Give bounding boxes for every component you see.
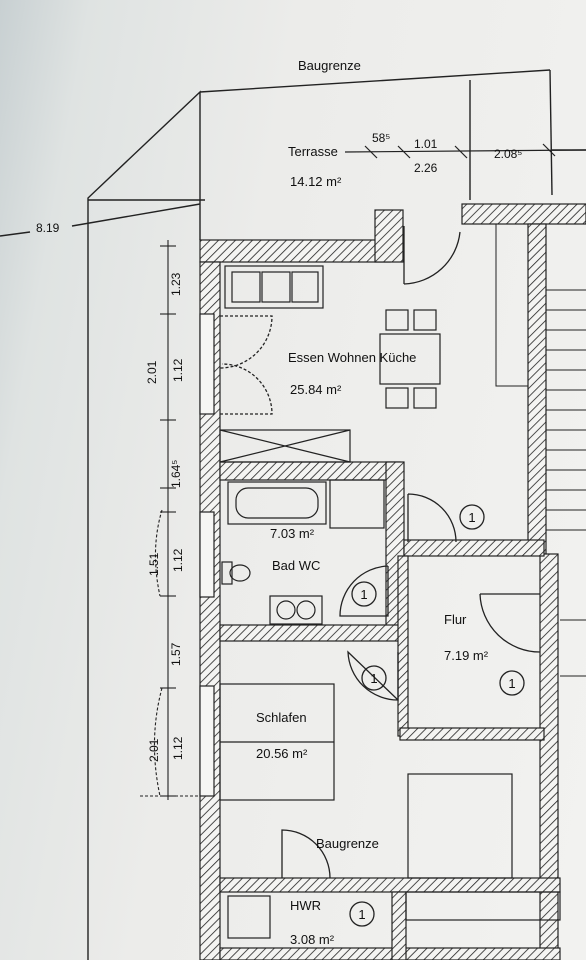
dining-table: [379, 309, 441, 409]
door-living-left-2: [220, 363, 273, 415]
hwr-cabinet: [227, 895, 271, 939]
essen-area: 25.84 m²: [290, 382, 342, 397]
windows: [199, 313, 215, 797]
marker-3: 1: [361, 665, 387, 691]
terrasse-area: 14.12 m²: [290, 174, 342, 189]
svg-text:1: 1: [468, 510, 475, 525]
toilet: [221, 561, 251, 585]
marker-2: 1: [351, 581, 377, 607]
svg-text:1: 1: [370, 671, 377, 686]
bathtub: [227, 481, 327, 525]
vdim-6: 1.12: [171, 548, 185, 572]
svg-text:1: 1: [360, 587, 367, 602]
washbasins: [269, 595, 323, 625]
hwr-name: HWR: [290, 898, 321, 913]
terrace-dim-4: 2.08⁵: [494, 147, 522, 161]
marker-4: 1: [499, 670, 525, 696]
door-bedroom: [347, 650, 399, 702]
bad-area: 7.03 m²: [270, 526, 315, 541]
door-living-left: [219, 315, 273, 369]
terrace-dim-2: 1.01: [414, 137, 438, 151]
vdim-1: 1.23: [169, 272, 183, 296]
lot-boundary: [0, 69, 586, 960]
flur-area: 7.19 m²: [444, 648, 489, 663]
kitchen-counter: [219, 429, 351, 463]
vdim-5: 1.51: [147, 552, 161, 576]
vdim-9: 1.12: [171, 736, 185, 760]
bed: [219, 683, 335, 801]
essen-name: Essen Wohnen Küche: [288, 350, 416, 365]
vdim-4: 1.64⁵: [169, 460, 183, 488]
sofa: [224, 265, 324, 309]
door-terrace: [403, 226, 461, 285]
terrace-dim-3: 2.26: [414, 161, 438, 175]
terrace-dim-1: 58⁵: [372, 131, 390, 145]
terrace-dimension-line: [344, 143, 586, 159]
marker-5: 1: [349, 901, 375, 927]
door-bath: [339, 565, 389, 617]
vdim-8: 2.01: [147, 738, 161, 762]
schlafen-area: 20.56 m²: [256, 746, 308, 761]
door-flur-right: [479, 593, 541, 653]
hwr-unit: [405, 891, 561, 921]
side-dimension-label: 8.19: [36, 221, 60, 235]
doors: [219, 226, 541, 879]
bad-name: Bad WC: [272, 558, 320, 573]
door-hwr: [281, 829, 331, 879]
wardrobe: [407, 773, 513, 879]
hwr-area: 3.08 m²: [290, 932, 335, 947]
vdim-2: 2.01: [145, 360, 159, 384]
marker-1: 1: [459, 504, 485, 530]
svg-text:1: 1: [358, 907, 365, 922]
shower: [329, 479, 385, 529]
vertical-dimension-chain: [140, 240, 200, 800]
vdim-3: 1.12: [171, 358, 185, 382]
door-flur-top: [407, 493, 457, 543]
flur-name: Flur: [444, 612, 467, 627]
schlafen-name: Schlafen: [256, 710, 307, 725]
terrasse-name: Terrasse: [288, 144, 338, 159]
baugrenze-top-label: Baugrenze: [298, 58, 361, 73]
stairs: [495, 223, 586, 677]
baugrenze-bottom-label: Baugrenze: [316, 836, 379, 851]
vdim-7: 1.57: [169, 642, 183, 666]
furniture: [219, 265, 561, 939]
svg-text:1: 1: [508, 676, 515, 691]
